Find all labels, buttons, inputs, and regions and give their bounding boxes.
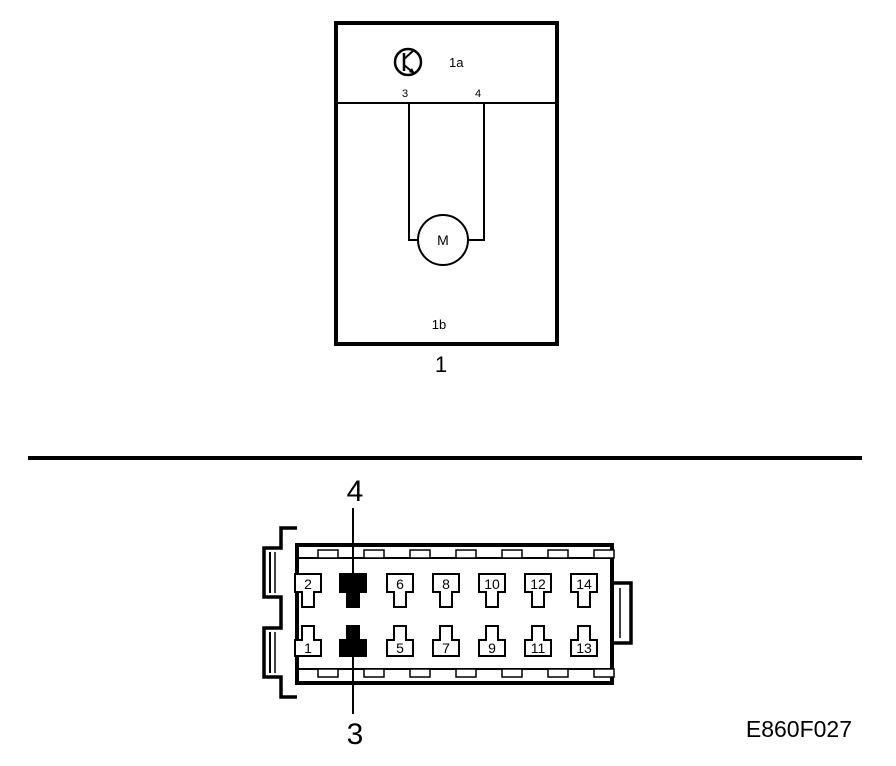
- component-box: [334, 21, 559, 346]
- figure-code: E860F027: [746, 716, 852, 742]
- terminal-1: [294, 625, 322, 657]
- terminal-11: [524, 625, 552, 657]
- terminal-6: [386, 573, 414, 608]
- rail-notch: [317, 668, 339, 678]
- rail-notch: [547, 549, 569, 559]
- terminal-label: 2: [304, 576, 312, 592]
- wire-left: [408, 103, 421, 241]
- rail-notch: [455, 668, 477, 678]
- rail-notch: [593, 668, 615, 678]
- rail-notches: [317, 549, 615, 678]
- terminal-label: 9: [488, 640, 496, 656]
- terminal-label: 1: [304, 640, 312, 656]
- rail-notch: [363, 668, 385, 678]
- callout-pin-bottom: 3: [347, 718, 364, 751]
- callout-pin-top: 4: [347, 475, 364, 508]
- terminal-10: [478, 573, 506, 608]
- rail-notch: [501, 549, 523, 559]
- rail-notch: [409, 549, 431, 559]
- rail-notch: [409, 668, 431, 678]
- terminal-7: [432, 625, 460, 657]
- terminal-filled: [339, 625, 367, 657]
- schematic: 1a 3 4 M 1b 1: [334, 21, 559, 377]
- terminal-label: 8: [442, 576, 450, 592]
- terminal-2: [294, 573, 322, 608]
- terminal-label: 11: [531, 640, 546, 656]
- terminal-label: 6: [396, 576, 404, 592]
- terminal-8: [432, 573, 460, 608]
- pin-label-right: 4: [475, 88, 481, 100]
- terminals: 2 6 8 10 12 14 1 5 7 9 11 13: [294, 573, 598, 657]
- terminal-5: [386, 625, 414, 657]
- lower-section-label: 1b: [432, 317, 446, 332]
- rail-notch: [455, 549, 477, 559]
- terminal-9: [478, 625, 506, 657]
- connector-key: [612, 581, 633, 645]
- transistor-icon: [393, 47, 423, 77]
- pin-label-left: 3: [402, 88, 408, 100]
- transistor-label: 1a: [449, 55, 464, 70]
- rail-notch: [363, 549, 385, 559]
- terminal-label: 10: [484, 576, 500, 592]
- rail-notch: [317, 549, 339, 559]
- terminal-label: 7: [442, 640, 450, 656]
- component-number: 1: [435, 352, 447, 377]
- terminal-label: 5: [396, 640, 404, 656]
- connector-housing: [295, 543, 614, 685]
- connector-left-flange: [262, 526, 297, 699]
- rail-notch: [501, 668, 523, 678]
- connector: 2 6 8 10 12 14 1 5 7 9 11 13 4 3: [262, 475, 633, 751]
- rail-notch: [593, 549, 615, 559]
- terminal-14: [570, 573, 598, 608]
- terminal-filled: [339, 573, 367, 608]
- terminal-label: 12: [530, 576, 546, 592]
- rail-notch: [547, 668, 569, 678]
- terminal-13: [570, 625, 598, 657]
- motor-icon: [417, 214, 469, 266]
- terminal-label: 13: [576, 640, 592, 656]
- wire-right: [467, 103, 485, 241]
- motor-label: M: [437, 232, 449, 248]
- terminal-12: [524, 573, 552, 608]
- terminal-label: 14: [576, 576, 592, 592]
